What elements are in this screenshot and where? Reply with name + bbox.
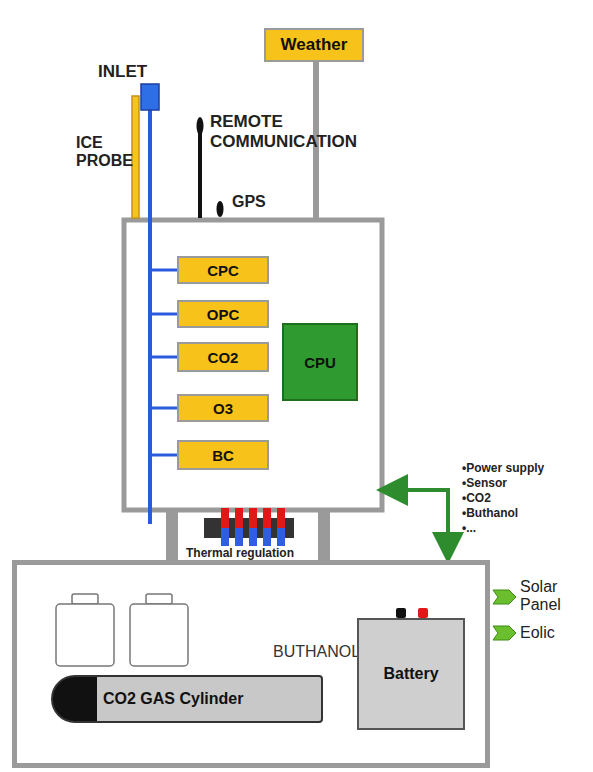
- input-arrow: [493, 590, 516, 604]
- pillar: [318, 512, 330, 560]
- instrument-box: BC: [177, 440, 269, 470]
- label: Eolic: [520, 624, 555, 642]
- gas-cylinder: CO2 GAS Cylinder: [51, 675, 323, 723]
- inlet-branch: [150, 313, 178, 316]
- node-text: OPC: [207, 306, 240, 323]
- inlet-branch: [150, 356, 178, 359]
- ice-probe: [132, 96, 139, 218]
- label: INLET: [98, 62, 147, 82]
- node-text: Battery: [383, 665, 438, 683]
- instrument-box: O3: [177, 394, 269, 422]
- battery: Battery: [357, 618, 465, 730]
- node-text: CO2 GAS Cylinder: [103, 690, 243, 708]
- weather-box: Weather: [264, 28, 364, 62]
- thermal-regulator: [204, 508, 294, 546]
- label: GPS: [232, 193, 266, 211]
- pillar: [166, 512, 178, 560]
- label: ICE PROBE: [76, 134, 132, 171]
- antenna-tip: [197, 117, 204, 135]
- cpu-box: CPU: [282, 323, 358, 401]
- node-text: BUTHANOL: [273, 643, 360, 661]
- label: •...: [462, 522, 476, 536]
- instrument-box: CO2: [177, 342, 269, 372]
- label: Solar Panel: [520, 578, 580, 615]
- node-text: BC: [212, 447, 234, 464]
- battery-terminal: [418, 608, 428, 618]
- storage-housing: BUTHANOL CO2 GAS Cylinder Battery: [12, 560, 490, 768]
- inlet-branch: [150, 454, 178, 457]
- node-text: CPU: [304, 354, 336, 371]
- antenna: [198, 122, 202, 218]
- label: REMOTE COMMUNICATION: [210, 112, 385, 151]
- inlet-branch: [150, 407, 178, 410]
- input-arrow: [493, 626, 516, 640]
- inlet-tube: [148, 108, 152, 524]
- exchange-arrow: [392, 490, 448, 548]
- battery-terminal: [396, 608, 406, 618]
- gps-antenna: [217, 201, 224, 217]
- label: •Sensor: [462, 477, 507, 491]
- node-text: O3: [213, 400, 233, 417]
- node-text: CO2: [208, 349, 239, 366]
- label: •Buthanol: [462, 507, 518, 521]
- label: •Power supply: [462, 462, 544, 476]
- label: Thermal regulation: [186, 547, 294, 561]
- instrument-box: CPC: [177, 256, 269, 284]
- instrument-box: OPC: [177, 300, 269, 328]
- label: •CO2: [462, 492, 491, 506]
- inlet-head: [141, 84, 159, 110]
- node-text: Weather: [281, 35, 348, 55]
- node-text: CPC: [207, 262, 239, 279]
- inlet-branch: [150, 269, 178, 272]
- bottle: [56, 594, 188, 666]
- main-housing: [124, 220, 382, 510]
